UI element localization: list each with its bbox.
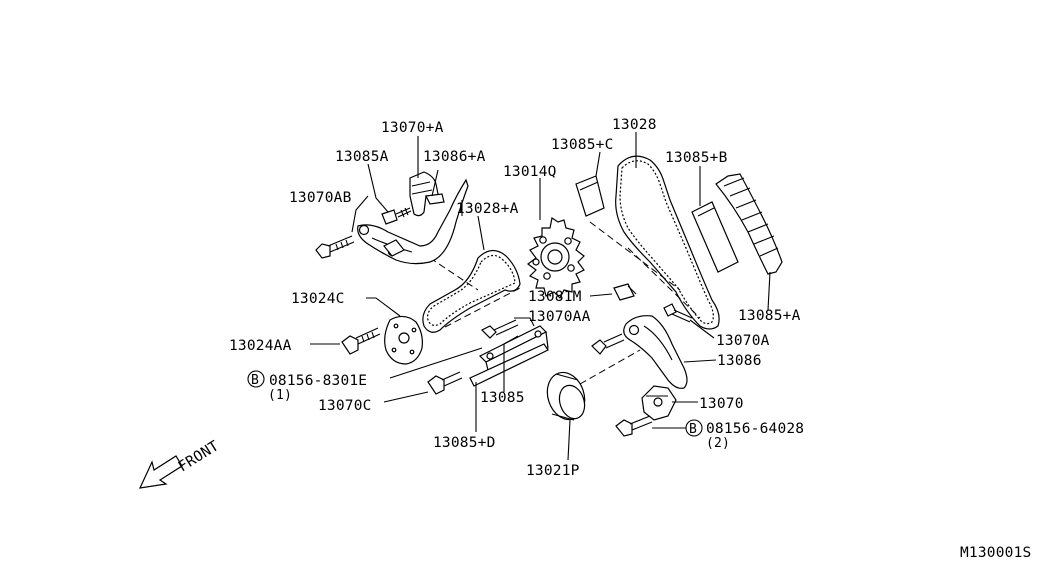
label-13014q: 13014Q bbox=[503, 164, 557, 180]
label-13021p: 13021P bbox=[526, 463, 580, 479]
guide-13085-d bbox=[469, 343, 549, 387]
guide-13085-b bbox=[691, 201, 739, 273]
bolt-13070a bbox=[663, 303, 693, 323]
label-13085-plus-c: 13085+C bbox=[551, 137, 614, 153]
bolt-08156-64028 bbox=[615, 415, 653, 437]
bolt-13024aa bbox=[341, 327, 381, 355]
label-08156-8301e: 08156-8301E bbox=[269, 373, 367, 389]
upper-tensioner-13070-a bbox=[409, 171, 445, 217]
leader-lines bbox=[310, 132, 771, 461]
tensioner-arm-13086 bbox=[623, 315, 688, 389]
tensioner-13070 bbox=[641, 385, 677, 421]
label-13028-plus-a: 13028+A bbox=[456, 201, 519, 217]
bolt-13085a bbox=[381, 207, 412, 225]
left-timing-chain bbox=[422, 249, 521, 333]
label-13070-plus-a: 13070+A bbox=[381, 120, 444, 136]
bolt-b-circle-icon bbox=[247, 370, 265, 388]
label-13070c: 13070C bbox=[318, 398, 372, 414]
bolt-13070ab bbox=[315, 235, 355, 259]
label-13070ab: 13070AB bbox=[289, 190, 352, 206]
plate-13024c bbox=[384, 315, 423, 365]
right-timing-chain bbox=[589, 155, 720, 330]
crank-sprocket-13014q bbox=[527, 217, 585, 300]
cam-sprocket-13021p bbox=[546, 349, 641, 421]
bolt-13070aa bbox=[591, 333, 625, 355]
bolt-b-circle-icon-2 bbox=[685, 419, 703, 437]
guide-13085-c bbox=[575, 175, 605, 217]
label-13028: 13028 bbox=[612, 117, 657, 133]
label-13086: 13086 bbox=[717, 353, 762, 369]
label-13085: 13085 bbox=[480, 390, 525, 406]
label-13070aa: 13070AA bbox=[528, 309, 591, 325]
guide-13085-plus-a bbox=[715, 173, 783, 275]
front-arrow-icon bbox=[138, 455, 183, 489]
label-08156-64028-qty: (2) bbox=[706, 436, 730, 451]
label-08156-64028: 08156-64028 bbox=[706, 421, 804, 437]
bolt-13070aa-center bbox=[480, 319, 519, 339]
label-13024c: 13024C bbox=[291, 291, 345, 307]
bolt-prefix-b: B bbox=[251, 373, 259, 388]
label-13024aa: 13024AA bbox=[229, 338, 292, 354]
upper-tensioner-arm bbox=[357, 178, 469, 265]
label-13081m: 13081M bbox=[528, 289, 582, 305]
label-13086-plus-a: 13086+A bbox=[423, 149, 486, 165]
label-13085a: 13085A bbox=[335, 149, 389, 165]
bolt-13070c bbox=[427, 371, 463, 395]
label-13085-plus-d: 13085+D bbox=[433, 435, 496, 451]
label-13085-plus-a: 13085+A bbox=[738, 308, 801, 324]
label-08156-8301e-qty: (1) bbox=[268, 388, 292, 403]
bolt-prefix-b-2: B bbox=[689, 422, 697, 437]
label-13070a: 13070A bbox=[716, 333, 770, 349]
front-label: FRONT bbox=[176, 438, 222, 475]
diagram-code: M130001S bbox=[960, 545, 1031, 561]
label-13085-plus-b: 13085+B bbox=[665, 150, 728, 166]
cylinder-13081m bbox=[613, 283, 637, 301]
label-13070: 13070 bbox=[699, 396, 744, 412]
part-labels: 13070+A 13085A 13086+A 13070AB 13028+A 1… bbox=[176, 117, 1032, 561]
